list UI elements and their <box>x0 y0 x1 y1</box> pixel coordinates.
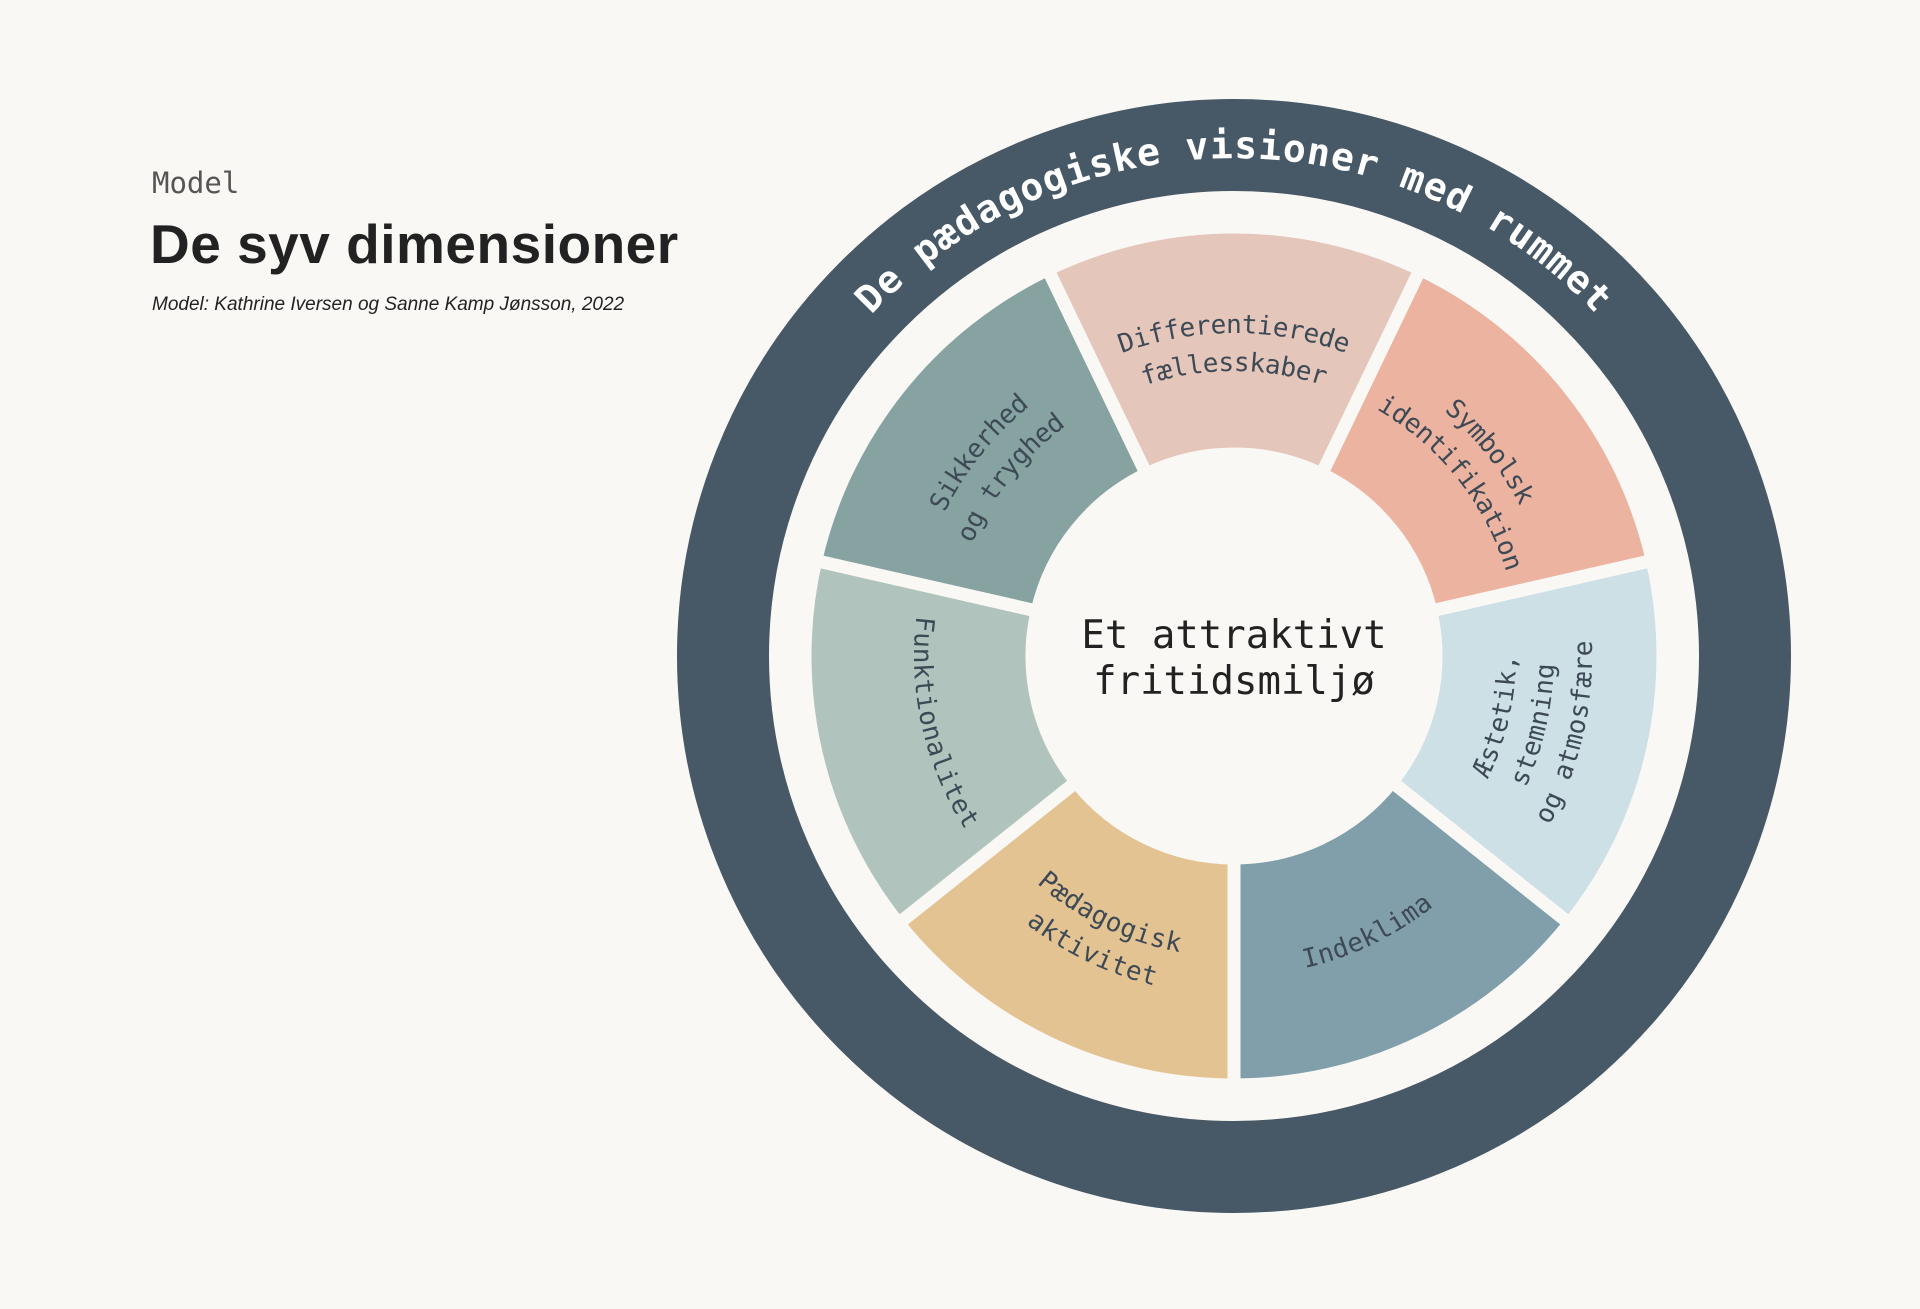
segment-sikkerhed-og-tryghed <box>807 260 1156 619</box>
kicker-label: Model <box>152 166 240 200</box>
center-label-line-2: fritidsmiljø <box>1093 659 1375 704</box>
segment-differentierede-faellesskaber <box>1039 220 1429 483</box>
segment-funktionalitet <box>798 552 1086 933</box>
model-credit: Model: Kathrine Iversen og Sanne Kamp Jø… <box>152 294 625 315</box>
segments: SymbolskidentifikationÆstetik,stemningog… <box>798 220 1670 1092</box>
page-title: De syv dimensioner <box>150 213 679 275</box>
center-label-line-1: Et attraktivt <box>1081 613 1386 658</box>
outer-ring <box>677 99 1791 1213</box>
segment-symbolsk-identifikation <box>1312 260 1661 619</box>
segment-indeklima <box>1227 772 1579 1092</box>
